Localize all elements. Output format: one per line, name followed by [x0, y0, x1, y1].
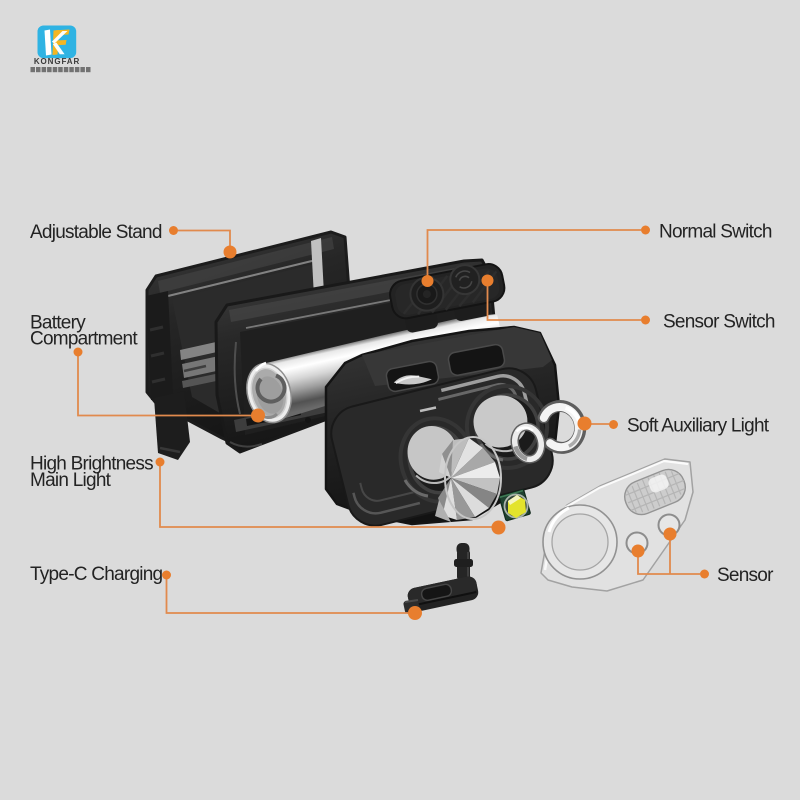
svg-text:Soft Auxiliary Light: Soft Auxiliary Light: [627, 416, 770, 437]
svg-text:High Brightness: High Brightness: [30, 454, 153, 475]
svg-text:Adjustable Stand: Adjustable Stand: [30, 222, 162, 243]
svg-text:Compartment: Compartment: [30, 329, 138, 350]
svg-text:Normal Switch: Normal Switch: [659, 222, 772, 243]
svg-text:KONGFAR: KONGFAR: [34, 57, 80, 66]
svg-text:Sensor: Sensor: [717, 565, 774, 586]
svg-text:Sensor Switch: Sensor Switch: [663, 312, 775, 333]
svg-text:Main Light: Main Light: [30, 470, 112, 491]
svg-text:Type-C Charging: Type-C Charging: [30, 564, 163, 585]
svg-text:Battery: Battery: [30, 313, 86, 334]
